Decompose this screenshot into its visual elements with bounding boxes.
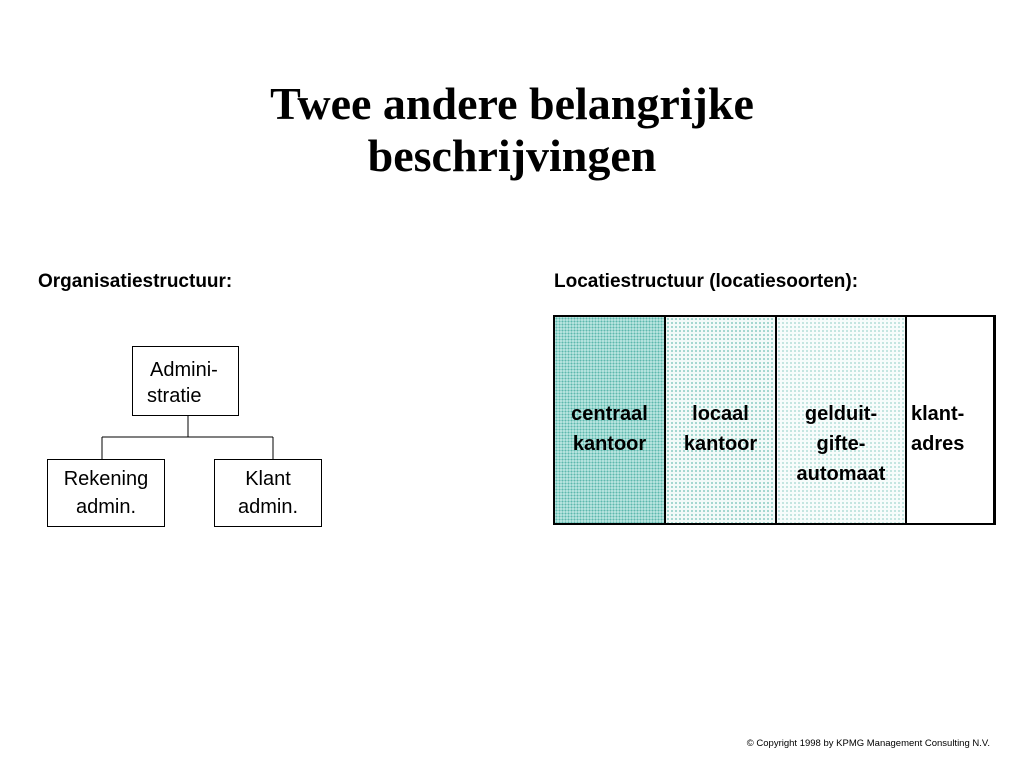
org-node-rekening-line-1: Rekening (63, 468, 149, 490)
org-node-administratie: Admini- stratie (132, 346, 239, 416)
location-label-line: klant- (911, 403, 965, 425)
location-heading: Locatiestructuur (locatiesoorten): (554, 271, 859, 292)
org-node-klant-admin: Klant admin. (214, 459, 322, 527)
org-node-klant-line-1: Klant (245, 468, 291, 490)
org-node-rekening-admin: Rekening admin. (47, 459, 165, 527)
slide-title-line-1: Twee andere belangrijke (270, 78, 754, 129)
org-node-administratie-line-2: stratie (147, 385, 202, 407)
location-types-table: centraal kantoor locaal kantoor gelduit-… (553, 315, 996, 525)
org-node-administratie-line-1: Admini- (150, 359, 218, 381)
location-column-centraal-kantoor: centraal kantoor (555, 317, 666, 523)
copyright-notice: © Copyright 1998 by KPMG Management Cons… (746, 738, 990, 749)
location-table-shadow-edge (993, 315, 996, 525)
slide-title: Twee andere belangrijke beschrijvingen (0, 78, 1024, 182)
location-label-line: gelduit- (804, 403, 878, 425)
location-label-line: kantoor (683, 433, 758, 455)
organisation-heading: Organisatiestructuur: (38, 271, 233, 292)
location-label-line: kantoor (572, 433, 647, 455)
location-label-line: centraal (571, 403, 648, 425)
location-label-line: automaat (796, 463, 886, 485)
location-column-klant-adres: klant- adres (907, 317, 994, 523)
location-column-gelduitgifte-automaat: gelduit- gifte- automaat (777, 317, 907, 523)
location-label-line: adres (911, 433, 965, 455)
org-node-rekening-line-2: admin. (75, 496, 137, 518)
location-column-locaal-kantoor: locaal kantoor (666, 317, 777, 523)
location-label-line: locaal (692, 403, 749, 425)
org-node-klant-line-2: admin. (237, 496, 299, 518)
slide-title-line-2: beschrijvingen (367, 130, 657, 181)
location-label-line: gifte- (816, 433, 866, 455)
